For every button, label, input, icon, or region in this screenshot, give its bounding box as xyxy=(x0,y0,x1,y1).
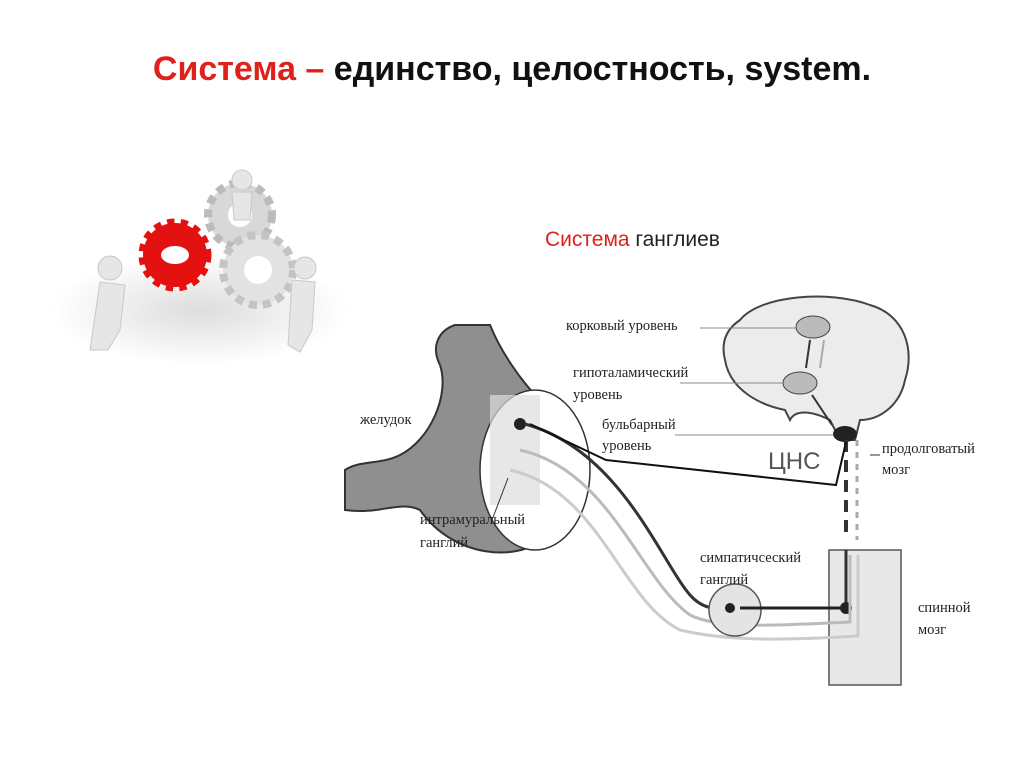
red-gear-icon xyxy=(138,218,212,292)
slide-title: Система – единство, целостность, system. xyxy=(0,50,1024,89)
label-intramural-1: интрамуральный xyxy=(420,512,526,528)
subtitle-rest: ганглиев xyxy=(629,228,720,251)
label-medulla-1: продолговатый xyxy=(882,441,975,457)
label-spinal-1: спинной xyxy=(918,600,971,616)
brain-icon xyxy=(722,295,910,441)
figure-icons xyxy=(89,169,317,353)
label-sympathetic-1: симпатичсеский xyxy=(700,550,801,566)
label-cns: ЦНС xyxy=(768,448,821,475)
title-highlight: Система – xyxy=(152,50,325,88)
label-sympathetic-2: ганглий xyxy=(700,572,749,588)
label-intramural-2: ганглий xyxy=(420,535,469,551)
diagram-subtitle: Система ганглиев xyxy=(545,228,720,252)
label-medulla-2: мозг xyxy=(882,462,911,478)
label-stomach: желудок xyxy=(360,412,412,428)
label-hypothalamic-1: гипоталамический xyxy=(573,365,689,381)
label-hypothalamic-2: уровень xyxy=(573,387,623,403)
subtitle-highlight: Система xyxy=(545,228,630,251)
title-rest: единство, целостность, system. xyxy=(324,50,872,88)
spinal-cord-icon xyxy=(828,549,902,686)
label-bulbar-1: бульбарный xyxy=(602,417,676,433)
label-spinal-2: мозг xyxy=(918,622,947,638)
ganglion-icon xyxy=(708,583,762,637)
label-cortical-level: корковый уровень xyxy=(566,318,678,334)
label-bulbar-2: уровень xyxy=(602,438,652,454)
